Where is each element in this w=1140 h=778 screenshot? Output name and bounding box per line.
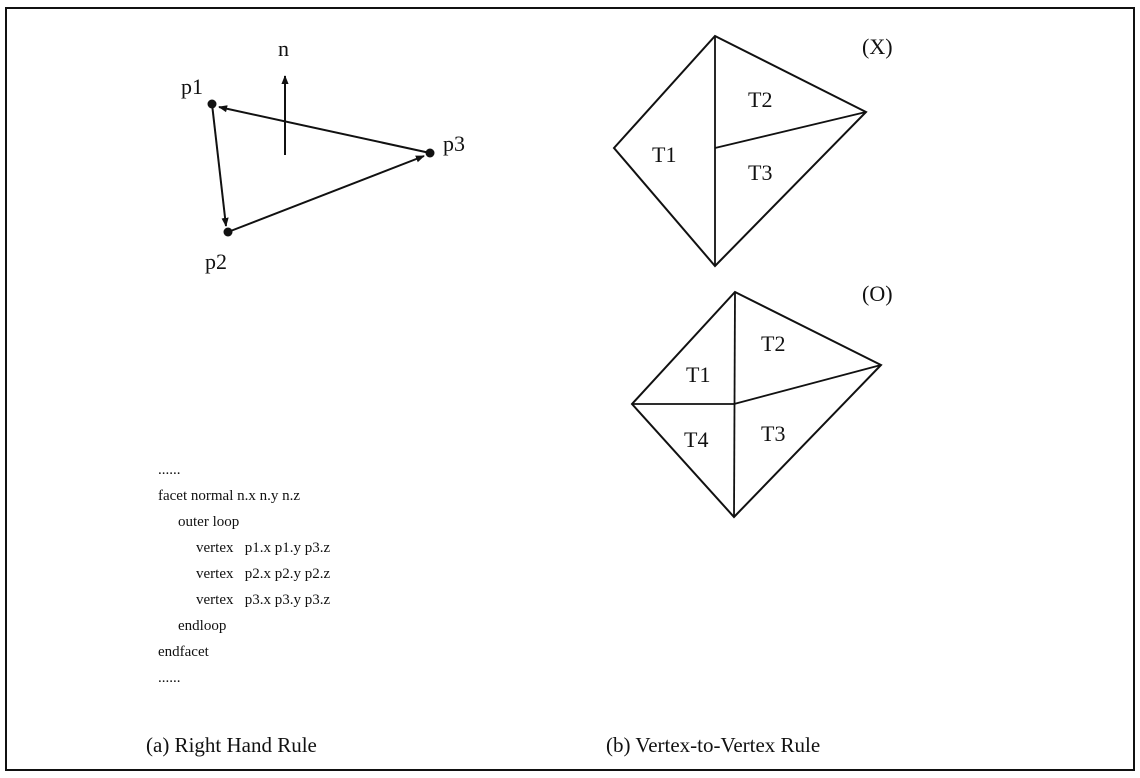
triangle-label: T2 [761,331,785,356]
triangle-label: T3 [748,160,772,185]
label-p1: p1 [181,74,203,99]
code-line: vertex p3.x p3.y p3.z [196,592,330,608]
panel-a: n p1 p2 p3 ...... facet normal n.x n.y n… [146,36,465,757]
mesh-edge [733,364,882,405]
edge-p1-p2 [211,103,229,227]
triangle-label: T2 [748,87,772,112]
caption-b: (b) Vertex-to-Vertex Rule [606,733,820,757]
code-line: vertex p1.x p1.y p3.z [196,540,330,556]
tag-x: (X) [862,34,893,59]
code-line: facet normal n.x n.y n.z [158,488,300,504]
edge-p3-p1 [218,105,431,154]
figure-frame [5,7,1135,771]
label-p3: p3 [443,131,465,156]
mesh-incorrect: (X) T1 T2 T3 [612,34,893,268]
caption-a: (a) Right Hand Rule [146,733,317,757]
triangle-label: T4 [684,427,708,452]
vertex-p1 [207,99,217,109]
label-p2: p2 [205,249,227,274]
mesh-correct: (O) T1 T2 T3 T4 [630,281,893,519]
vertex-p3 [425,148,435,158]
code-line: endfacet [158,644,210,660]
vertex-p2 [223,227,233,237]
triangle-label: T1 [686,362,710,387]
code-line: ...... [158,462,181,478]
code-line: outer loop [178,514,239,530]
tag-o: (O) [862,281,893,306]
stl-code-block: ...... facet normal n.x n.y n.z outer lo… [158,462,330,686]
code-line: endloop [178,618,226,634]
mesh-edge [714,111,867,149]
triangle-label: T1 [652,142,676,167]
normal-label: n [278,36,289,61]
code-line: ...... [158,670,181,686]
edge-p2-p3 [227,155,425,233]
triangle-label: T3 [761,421,785,446]
panel-b: (X) T1 T2 T3 (O) T1 T2 T3 T4 (b) Vertex-… [606,34,893,757]
code-line: vertex p2.x p2.y p2.z [196,566,330,582]
